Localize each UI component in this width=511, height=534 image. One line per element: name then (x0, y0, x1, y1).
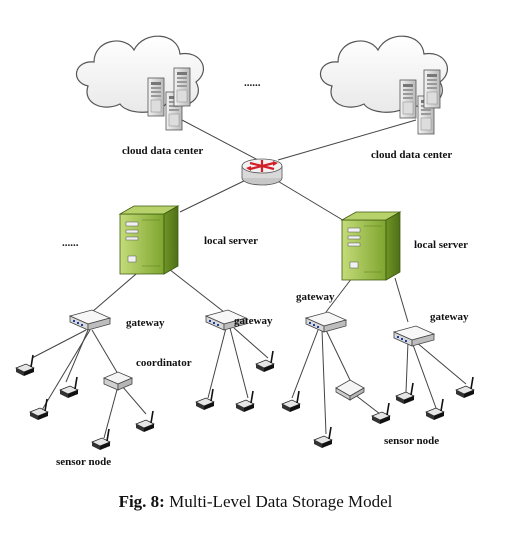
caption-prefix: Fig. 8: (118, 492, 165, 511)
router-icon (241, 158, 283, 186)
label-local-server-right: local server (414, 239, 468, 251)
label-sensor-node-right: sensor node (384, 435, 439, 447)
label-cloud-data-center-right: cloud data center (371, 149, 452, 161)
label-coordinator: coordinator (136, 357, 192, 369)
cloud-data-center-right (320, 35, 448, 135)
local-server-right-icon (341, 211, 401, 281)
label-gateway-1: gateway (126, 317, 165, 329)
label-ellipsis-left: ...... (62, 237, 79, 249)
gateway-4-icon (393, 325, 435, 347)
figure-caption: Fig. 8: Multi-Level Data Storage Model (0, 492, 511, 512)
label-gateway-2: gateway (234, 315, 273, 327)
coordinator-left-icon (102, 371, 134, 391)
label-gateway-4: gateway (430, 311, 469, 323)
caption-text: Multi-Level Data Storage Model (169, 492, 393, 511)
label-cloud-data-center-left: cloud data center (122, 145, 203, 157)
label-ellipsis-top: ...... (244, 77, 261, 89)
label-local-server-left: local server (204, 235, 258, 247)
label-gateway-3: gateway (296, 291, 335, 303)
coordinator-right-icon (335, 379, 365, 401)
local-server-left-icon (119, 205, 179, 275)
gateway-3-icon (305, 311, 347, 333)
cloud-data-center-left (76, 35, 204, 131)
gateway-1-icon (69, 309, 111, 331)
label-sensor-node-left: sensor node (56, 456, 111, 468)
